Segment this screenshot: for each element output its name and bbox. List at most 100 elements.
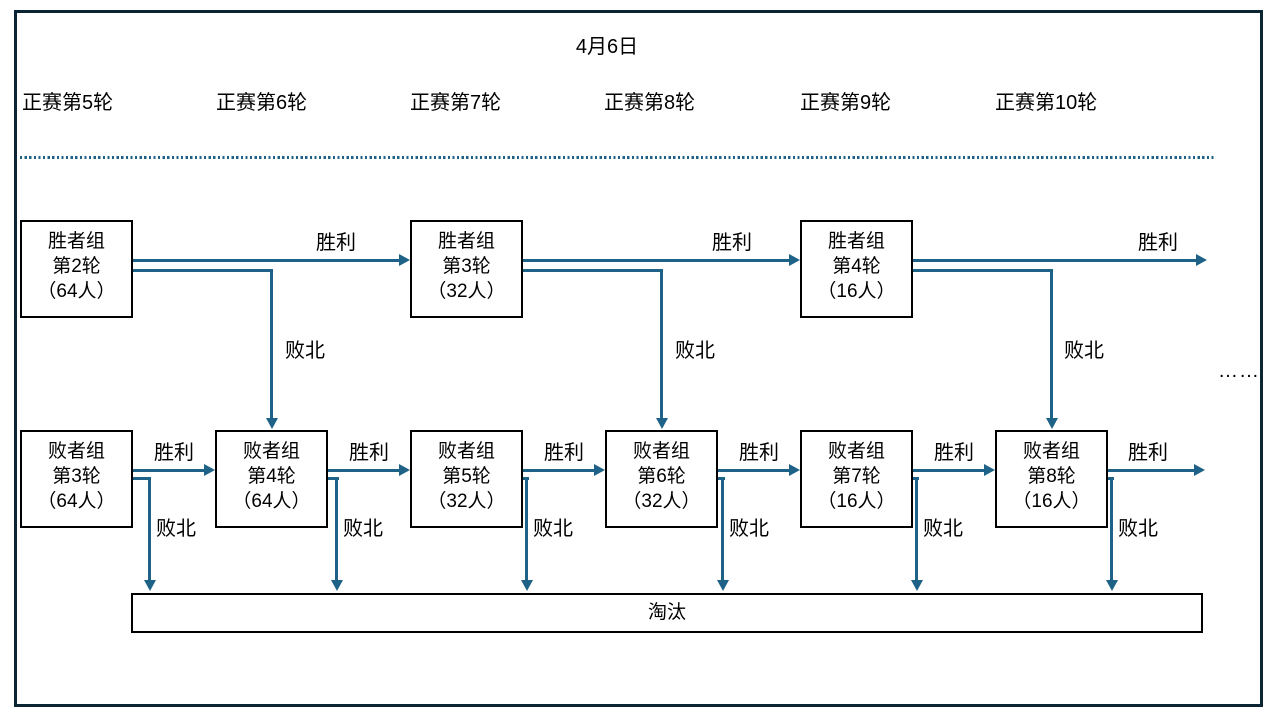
lose-drop-line bbox=[523, 269, 663, 272]
arrowhead-right-icon bbox=[1196, 254, 1207, 266]
arrowhead-down-icon bbox=[911, 580, 923, 591]
box-players: （16人） bbox=[1012, 491, 1091, 512]
arrowhead-down-icon bbox=[331, 580, 343, 591]
arrowhead-right-icon bbox=[1194, 464, 1205, 476]
win-arrow-line bbox=[718, 469, 789, 472]
win-label: 胜利 bbox=[349, 442, 389, 464]
box-players: （64人） bbox=[37, 281, 116, 302]
box-round: 第4轮 bbox=[832, 256, 881, 277]
column-header: 正赛第5轮 bbox=[22, 92, 114, 114]
win-arrow-line bbox=[133, 469, 204, 472]
box-group: 胜者组 bbox=[437, 231, 495, 252]
box-round: 第5轮 bbox=[442, 466, 491, 487]
box-round: 第3轮 bbox=[442, 256, 491, 277]
box-players: （32人） bbox=[427, 281, 506, 302]
loser-box: 败者组 第7轮 （16人） bbox=[800, 430, 913, 528]
box-round: 第8轮 bbox=[1027, 466, 1076, 487]
win-label: 胜利 bbox=[934, 442, 974, 464]
box-group: 败者组 bbox=[632, 441, 690, 462]
box-group: 胜者组 bbox=[47, 231, 105, 252]
box-group: 败者组 bbox=[1022, 441, 1080, 462]
arrowhead-down-icon bbox=[144, 580, 156, 591]
lose-label: 败北 bbox=[343, 518, 383, 540]
win-arrow-line bbox=[913, 469, 984, 472]
arrowhead-down-icon bbox=[1046, 418, 1058, 429]
win-label: 胜利 bbox=[1138, 232, 1178, 254]
win-arrow-line bbox=[1108, 469, 1194, 472]
lose-drop-line bbox=[915, 477, 918, 581]
arrowhead-down-icon bbox=[266, 418, 278, 429]
arrowhead-right-icon bbox=[789, 254, 800, 266]
loser-box: 败者组 第5轮 （32人） bbox=[410, 430, 523, 528]
win-label: 胜利 bbox=[316, 232, 356, 254]
box-round: 第6轮 bbox=[637, 466, 686, 487]
lose-drop-line bbox=[1110, 477, 1113, 581]
arrowhead-down-icon bbox=[717, 580, 729, 591]
lose-drop-line bbox=[270, 269, 273, 420]
elimination-box: 淘汰 bbox=[131, 593, 1203, 633]
box-players: （64人） bbox=[232, 491, 311, 512]
lose-label: 败北 bbox=[1064, 340, 1104, 362]
box-players: （16人） bbox=[817, 491, 896, 512]
loser-box: 败者组 第6轮 （32人） bbox=[605, 430, 718, 528]
lose-label: 败北 bbox=[156, 518, 196, 540]
column-header: 正赛第10轮 bbox=[995, 92, 1098, 114]
arrowhead-right-icon bbox=[984, 464, 995, 476]
lose-drop-line bbox=[133, 269, 273, 272]
win-label: 胜利 bbox=[1128, 442, 1168, 464]
box-round: 第4轮 bbox=[247, 466, 296, 487]
win-arrow-line bbox=[913, 259, 1196, 262]
lose-label: 败北 bbox=[533, 518, 573, 540]
win-arrow-line bbox=[523, 259, 789, 262]
lose-drop-line bbox=[913, 269, 1053, 272]
box-round: 第7轮 bbox=[832, 466, 881, 487]
lose-label: 败北 bbox=[675, 340, 715, 362]
box-players: （32人） bbox=[622, 491, 701, 512]
lose-drop-line bbox=[133, 477, 151, 480]
box-group: 败者组 bbox=[827, 441, 885, 462]
box-round: 第2轮 bbox=[52, 256, 101, 277]
outer-frame bbox=[14, 10, 1263, 707]
win-arrow-line bbox=[133, 259, 400, 262]
lose-label: 败北 bbox=[729, 518, 769, 540]
win-label: 胜利 bbox=[154, 442, 194, 464]
arrowhead-right-icon bbox=[789, 464, 800, 476]
lose-label: 败北 bbox=[923, 518, 963, 540]
arrowhead-right-icon bbox=[399, 464, 410, 476]
win-arrow-line bbox=[523, 469, 594, 472]
lose-label: 败北 bbox=[285, 340, 325, 362]
loser-box: 败者组 第8轮 （16人） bbox=[995, 430, 1108, 528]
arrowhead-right-icon bbox=[594, 464, 605, 476]
arrowhead-right-icon bbox=[399, 254, 410, 266]
box-group: 败者组 bbox=[437, 441, 495, 462]
win-label: 胜利 bbox=[739, 442, 779, 464]
loser-box: 败者组 第3轮 （64人） bbox=[20, 430, 133, 528]
box-players: （32人） bbox=[427, 491, 506, 512]
column-header: 正赛第7轮 bbox=[410, 92, 502, 114]
win-arrow-line bbox=[328, 469, 399, 472]
separator-dotted-line bbox=[20, 156, 1216, 159]
arrowhead-down-icon bbox=[656, 418, 668, 429]
column-header: 正赛第8轮 bbox=[604, 92, 696, 114]
box-players: （16人） bbox=[817, 281, 896, 302]
loser-box: 败者组 第4轮 （64人） bbox=[215, 430, 328, 528]
column-header: 正赛第9轮 bbox=[800, 92, 892, 114]
win-label: 胜利 bbox=[712, 232, 752, 254]
arrowhead-down-icon bbox=[1106, 580, 1118, 591]
column-header: 正赛第6轮 bbox=[216, 92, 308, 114]
winner-box: 胜者组 第4轮 （16人） bbox=[800, 220, 913, 318]
arrowhead-down-icon bbox=[521, 580, 533, 591]
winner-box: 胜者组 第2轮 （64人） bbox=[20, 220, 133, 318]
box-round: 第3轮 bbox=[52, 466, 101, 487]
box-players: （64人） bbox=[37, 491, 116, 512]
date-title: 4月6日 bbox=[575, 36, 639, 58]
arrowhead-right-icon bbox=[204, 464, 215, 476]
box-group: 胜者组 bbox=[827, 231, 885, 252]
lose-drop-line bbox=[525, 477, 528, 581]
continuation-ellipsis: …… bbox=[1218, 360, 1260, 382]
lose-drop-line bbox=[335, 477, 338, 581]
lose-drop-line bbox=[660, 269, 663, 420]
winner-box: 胜者组 第3轮 （32人） bbox=[410, 220, 523, 318]
box-group: 败者组 bbox=[242, 441, 300, 462]
